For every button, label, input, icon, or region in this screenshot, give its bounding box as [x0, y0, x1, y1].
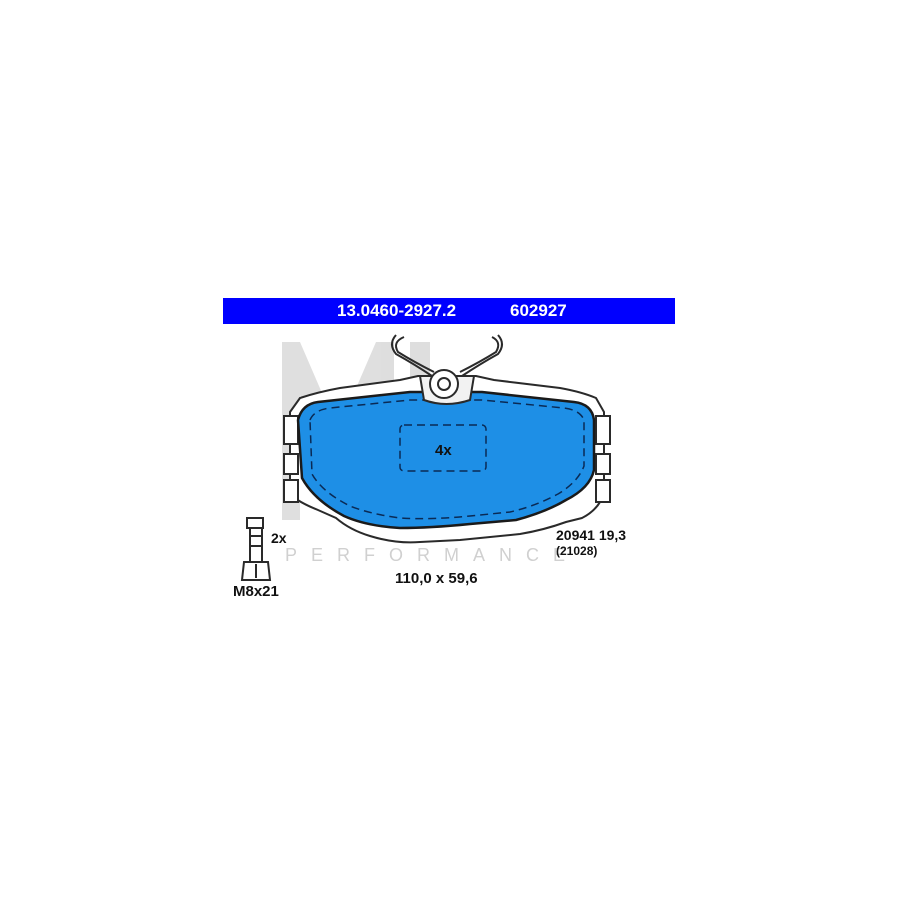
bolt-quantity-label: 2x: [271, 530, 287, 546]
pad-dimensions: 110,0 x 59,6: [395, 570, 478, 587]
alt-wva-number: (21028): [556, 544, 598, 558]
quantity-box: [399, 424, 487, 472]
wva-thickness: 20941 19,3: [556, 527, 627, 543]
spring-clip: [391, 334, 503, 377]
part-number: 13.0460-2927.2: [337, 301, 457, 320]
friction-material: [296, 390, 596, 530]
bolt-icon: [240, 517, 272, 581]
pad-quantity-label: 4x: [435, 442, 452, 459]
chamfer-line: [309, 399, 585, 520]
part-number-banner: 13.0460-2927.2 602927: [223, 298, 675, 324]
center-mount: [418, 369, 476, 405]
watermark-tagline: PERFORMANCE: [285, 545, 579, 565]
bolt-size-label: M8x21: [233, 583, 279, 600]
reference-number: 602927: [510, 301, 567, 320]
side-tabs: [283, 415, 611, 503]
